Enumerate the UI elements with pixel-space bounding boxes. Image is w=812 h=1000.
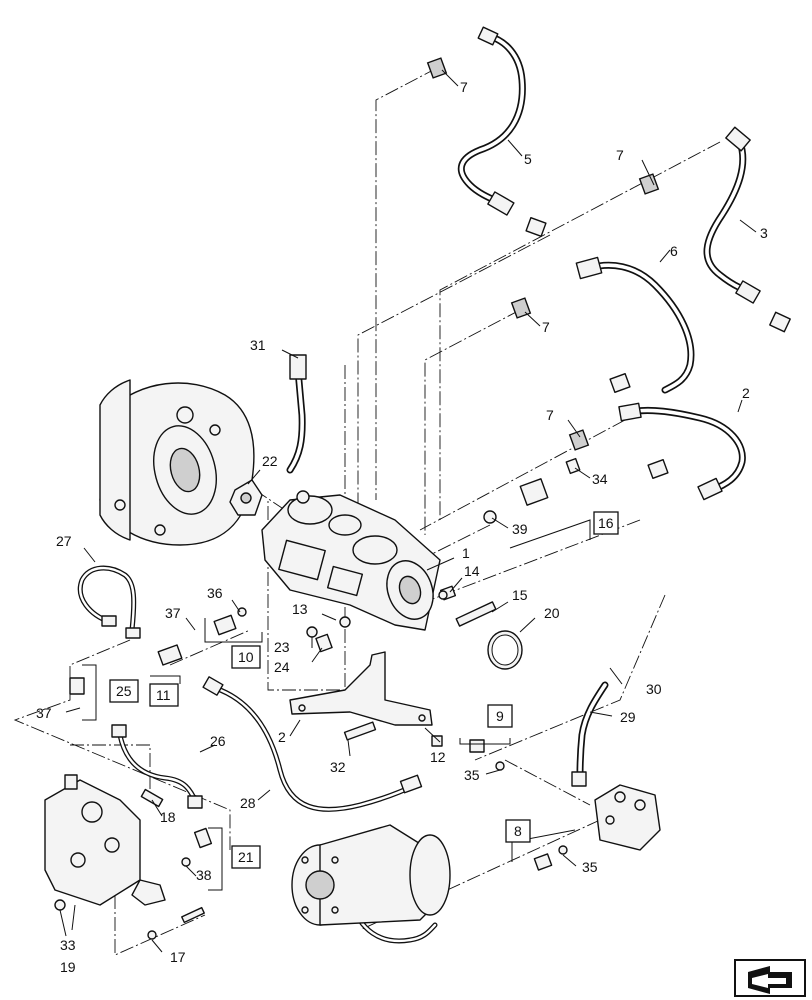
callout-7-c: 7 <box>542 319 550 335</box>
hose-28 <box>202 676 423 812</box>
callout-labels: 7 5 7 3 6 7 7 2 31 22 34 39 1 14 15 20 1… <box>36 79 768 975</box>
boxed-callout-9: 9 <box>487 704 513 728</box>
callout-14: 14 <box>464 563 480 579</box>
callout-24: 24 <box>274 659 290 675</box>
callout-26: 26 <box>210 733 226 749</box>
valve-block <box>594 784 661 851</box>
callout-7-a: 7 <box>460 79 468 95</box>
callout-12: 12 <box>430 749 446 765</box>
callout-32: 32 <box>330 759 346 775</box>
callout-7-d: 7 <box>546 407 554 423</box>
callout-4: 2 <box>742 385 750 401</box>
callout-38: 38 <box>196 867 212 883</box>
boxed-callout-8: 8 <box>505 819 531 843</box>
callout-5: 5 <box>524 151 532 167</box>
arrow-return-icon[interactable] <box>734 959 806 997</box>
callout-29: 29 <box>620 709 636 725</box>
callout-3: 3 <box>760 225 768 241</box>
coupling <box>229 479 263 516</box>
callout-23: 23 <box>274 639 290 655</box>
callout-28: 28 <box>240 795 256 811</box>
hose-27 <box>77 565 141 639</box>
boxed-callout-10: 10 <box>231 645 261 669</box>
callout-7-b: 7 <box>616 147 624 163</box>
callout-13: 13 <box>292 601 308 617</box>
mounting-bracket <box>289 651 433 726</box>
callout-35-b: 35 <box>582 859 598 875</box>
callout-22: 22 <box>262 453 278 469</box>
boxed-callouts: 16 10 11 25 9 8 21 <box>109 511 619 869</box>
boxed-callout-11: 11 <box>149 683 179 707</box>
hose-26 <box>111 724 203 809</box>
svg-text:16: 16 <box>598 515 614 531</box>
callout-2: 2 <box>278 729 286 745</box>
boxed-callout-25: 25 <box>109 679 139 703</box>
callout-33: 33 <box>60 937 76 953</box>
callout-39: 39 <box>512 521 528 537</box>
callout-30: 30 <box>646 681 662 697</box>
hose-29 <box>571 681 609 787</box>
svg-text:21: 21 <box>238 849 254 865</box>
callout-31: 31 <box>250 337 266 353</box>
drive-motor <box>291 824 451 926</box>
callout-37-b: 37 <box>36 705 52 721</box>
hydrostatic-pump <box>261 490 441 631</box>
svg-text:8: 8 <box>514 823 522 839</box>
callout-37-a: 37 <box>165 605 181 621</box>
svg-text:11: 11 <box>156 687 171 703</box>
flywheel-housing <box>99 379 255 546</box>
svg-text:25: 25 <box>116 683 132 699</box>
callout-19: 19 <box>60 959 76 975</box>
callout-35-a: 35 <box>464 767 480 783</box>
callout-20: 20 <box>544 605 560 621</box>
hose-5 <box>457 26 547 238</box>
hose-6 <box>575 256 695 394</box>
boxed-callout-16: 16 <box>593 511 619 535</box>
callout-15: 15 <box>512 587 528 603</box>
callout-18: 18 <box>160 809 176 825</box>
callout-6: 6 <box>670 243 678 259</box>
callout-27: 27 <box>56 533 72 549</box>
callout-34: 34 <box>592 471 608 487</box>
hose-31 <box>286 354 307 474</box>
callout-17: 17 <box>170 949 186 965</box>
svg-text:9: 9 <box>496 708 504 724</box>
hose-4 <box>618 402 746 501</box>
svg-text:10: 10 <box>238 649 254 665</box>
control-valve <box>44 774 166 906</box>
leaders <box>59 69 757 953</box>
callout-1: 1 <box>462 545 470 561</box>
callout-36: 36 <box>207 585 223 601</box>
boxed-callout-21: 21 <box>231 845 261 869</box>
o-ring <box>487 630 523 670</box>
hose-3 <box>703 126 791 333</box>
